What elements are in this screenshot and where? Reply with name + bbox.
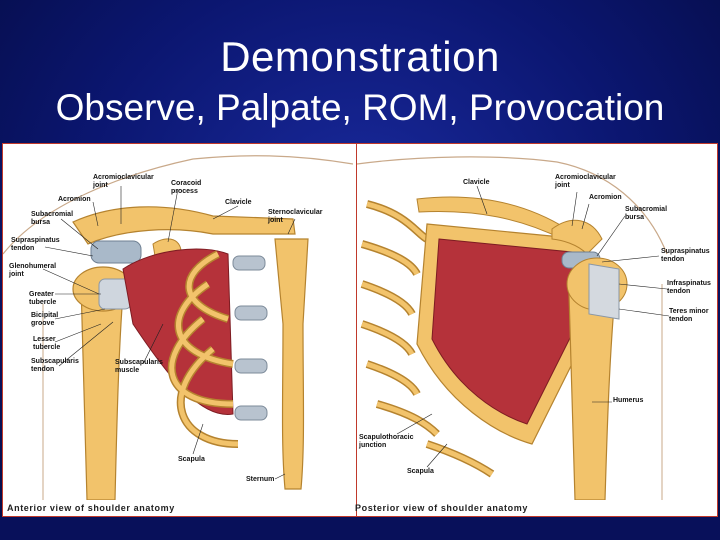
label-humerus: Humerus	[613, 397, 644, 404]
sternum-bone	[274, 238, 309, 490]
panel-divider	[356, 144, 357, 516]
label-sternoclavicular-joint: Sternoclavicular joint	[268, 209, 323, 224]
ribs-fill	[169, 251, 239, 447]
costal-cartilage	[232, 255, 268, 421]
label-bicipital-groove: Bicipital groove	[31, 312, 59, 327]
infraspinatus-muscle-shape	[431, 238, 593, 425]
body-outline	[357, 156, 668, 255]
slide-title-area: Demonstration Observe, Palpate, ROM, Pro…	[0, 0, 720, 140]
label-subacromial-bursa-posterior: Subacromial bursa	[625, 206, 668, 221]
posterior-illustration	[357, 156, 670, 500]
label-infraspinatus-tendon: Infraspinatus tendon	[667, 280, 711, 295]
slide-title: Demonstration	[220, 33, 500, 80]
label-subscapularis-tendon: Subscapularis tendon	[31, 358, 79, 373]
humerus-bone	[568, 293, 616, 500]
label-acromioclavicular-joint-posterior: Acromioclavicular joint	[555, 174, 616, 189]
label-subscapularis-muscle: Subscapularis muscle	[115, 359, 163, 374]
leader-lines	[42, 186, 296, 480]
acromion-shape	[551, 219, 603, 255]
label-acromion-posterior: Acromion	[589, 194, 622, 201]
subacromial-bursa-shape	[90, 240, 142, 264]
leader-lines	[396, 185, 670, 468]
anterior-caption: Anterior view of shoulder anatomy	[7, 503, 175, 513]
anterior-view-panel: Acromioclavicular joint Coracoid process…	[3, 144, 356, 500]
slide-bottom-bar	[0, 517, 720, 540]
anterior-illustration	[3, 155, 354, 500]
label-coracoid-process: Coracoid process	[171, 180, 202, 195]
label-acromion: Acromion	[58, 196, 91, 203]
posterior-view-panel: Clavicle Acromioclavicular joint Acromio…	[357, 144, 717, 500]
label-clavicle: Clavicle	[225, 199, 252, 206]
body-outline	[3, 155, 354, 255]
label-subacromial-bursa: Subacromial bursa	[31, 211, 74, 226]
label-sternum: Sternum	[246, 476, 275, 483]
label-greater-tubercle: Greater tubercle	[29, 291, 57, 306]
label-scapula-posterior: Scapula	[407, 468, 434, 475]
label-lesser-tubercle: Lesser tubercle	[33, 336, 61, 351]
posterior-caption: Posterior view of shoulder anatomy	[355, 503, 528, 513]
label-supraspinatus-tendon: Supraspinatus tendon	[11, 237, 60, 252]
label-glenohumeral-joint: Glenohumeral joint	[9, 263, 57, 278]
slide-subtitle: Observe, Palpate, ROM, Provocation	[55, 87, 665, 128]
humerus-bone	[80, 283, 124, 500]
anatomy-figure: Acromioclavicular joint Coracoid process…	[2, 143, 718, 517]
ribs-fill	[361, 201, 494, 477]
label-supraspinatus-tendon-posterior: Supraspinatus tendon	[661, 248, 710, 263]
clavicle-bone	[72, 206, 296, 245]
label-scapulothoracic-junction: Scapulothoracic junction	[359, 434, 414, 449]
label-teres-minor-tendon: Teres minor tendon	[669, 308, 709, 323]
label-scapula: Scapula	[178, 456, 205, 463]
rotator-cuff-tendons-shape	[588, 263, 620, 320]
label-clavicle-posterior: Clavicle	[463, 179, 490, 186]
label-acromioclavicular-joint: Acromioclavicular joint	[93, 174, 154, 189]
